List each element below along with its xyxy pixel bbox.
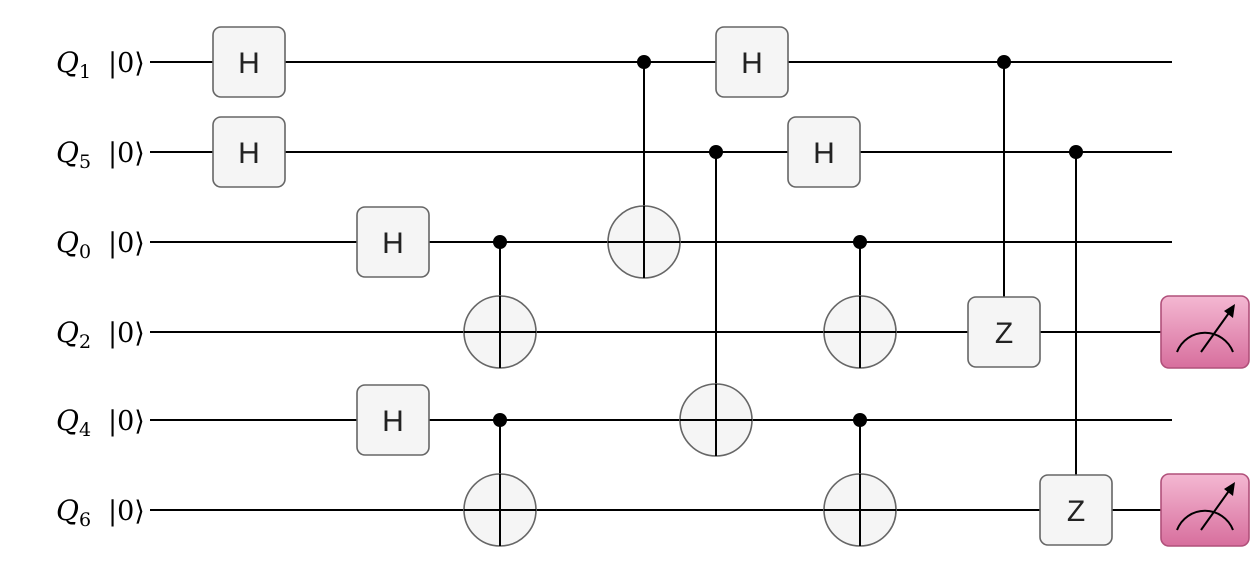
qubit-name: Q	[56, 226, 79, 259]
cnot-target	[679, 383, 753, 457]
qubit-index: 6	[79, 509, 91, 531]
meter-needle	[1200, 487, 1232, 531]
meter-arc	[1176, 509, 1234, 531]
qubit-name: Q	[56, 316, 79, 349]
qubit-index: 5	[79, 151, 91, 173]
meter-arc	[1176, 331, 1234, 353]
qubit-initial-state: |0⟩	[108, 318, 145, 349]
gate-box	[1039, 474, 1113, 546]
gate-h: H	[356, 206, 430, 278]
control-dot	[1069, 145, 1083, 159]
qubit-name: Q	[56, 404, 79, 437]
gate-label: H	[741, 47, 763, 80]
circuit-operations: H H H H H H Z Z	[212, 26, 1250, 547]
gate-h: H	[212, 26, 286, 98]
gate-h: H	[212, 116, 286, 188]
gate-box	[356, 384, 430, 456]
qubit-initial-state: |0⟩	[108, 228, 145, 259]
cnot-target	[463, 295, 537, 369]
gate-h: H	[715, 26, 789, 98]
cnot-target	[823, 473, 897, 547]
qubit-wires	[150, 61, 1172, 511]
gate-h: H	[356, 384, 430, 456]
meter-arrowhead	[1224, 482, 1235, 496]
qubit-index: 1	[79, 61, 91, 83]
cnot-target	[823, 295, 897, 369]
gate-label: H	[813, 137, 835, 170]
qubit-name: Q	[56, 494, 79, 527]
qubit-initial-state: |0⟩	[108, 48, 145, 79]
qubit-index: 0	[79, 241, 91, 263]
gate-z: Z	[1039, 474, 1113, 546]
qubit-index: 2	[79, 331, 91, 353]
qubit-index: 4	[79, 419, 91, 441]
qubit-name: Q	[56, 136, 79, 169]
control-dot	[997, 55, 1011, 69]
control-dot	[853, 413, 867, 427]
gate-box	[967, 296, 1041, 368]
gate-label: H	[382, 227, 404, 260]
gate-box	[212, 26, 286, 98]
gate-label: H	[382, 405, 404, 438]
meter-needle	[1200, 309, 1232, 353]
qubit-initial-state: |0⟩	[108, 138, 145, 169]
gate-box	[212, 116, 286, 188]
meter-arrowhead	[1224, 304, 1235, 318]
cnot-target	[607, 205, 681, 279]
meter-icon	[1160, 473, 1250, 547]
gate-label: H	[238, 137, 260, 170]
gate-box	[715, 26, 789, 98]
control-dot	[637, 55, 651, 69]
gate-label: Z	[1067, 495, 1085, 528]
gate-label: Z	[995, 317, 1013, 350]
meter-icon	[1160, 295, 1250, 369]
cnot-target	[463, 473, 537, 547]
gate-label: H	[238, 47, 260, 80]
qubit-initial-state: |0⟩	[108, 496, 145, 527]
gate-h: H	[787, 116, 861, 188]
gate-box	[787, 116, 861, 188]
control-dot	[493, 413, 507, 427]
qubit-name: Q	[56, 46, 79, 79]
gate-box	[356, 206, 430, 278]
control-dot	[853, 235, 867, 249]
control-dot	[493, 235, 507, 249]
gate-z: Z	[967, 296, 1041, 368]
qubit-initial-state: |0⟩	[108, 406, 145, 437]
control-dot	[709, 145, 723, 159]
